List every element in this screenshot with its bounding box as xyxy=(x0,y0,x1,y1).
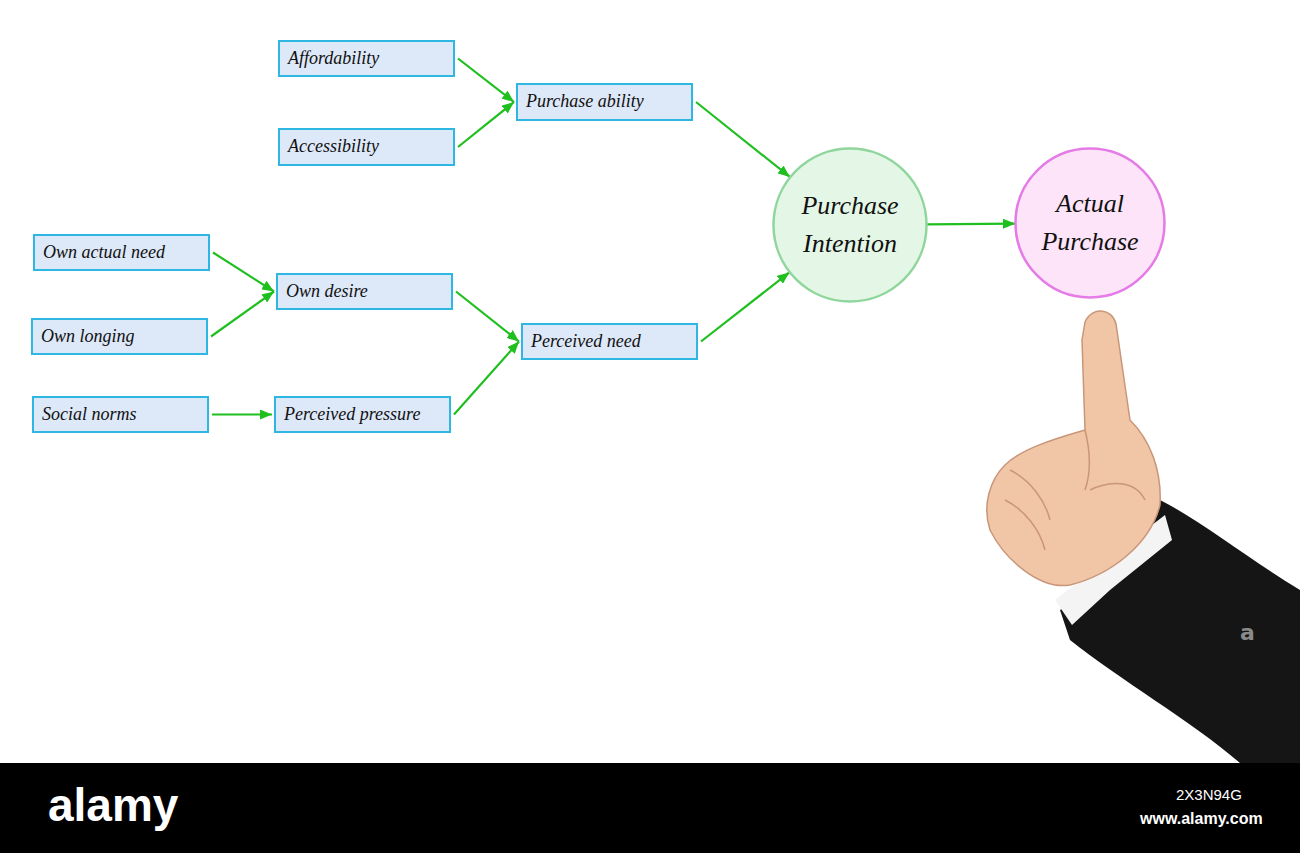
flow-arrow xyxy=(458,59,514,103)
outcome-circle: Purchase Intention xyxy=(772,147,928,303)
factor-box: Social norms xyxy=(32,396,209,433)
image-id: 2X3N94G xyxy=(1176,786,1242,803)
flow-arrow xyxy=(211,292,274,337)
box-label: Perceived pressure xyxy=(284,405,420,425)
flow-arrow xyxy=(696,102,790,177)
circle-label: Purchase Intention xyxy=(785,187,915,262)
factor-box: Accessibility xyxy=(278,128,455,166)
flow-arrow xyxy=(456,292,519,342)
box-label: Own actual need xyxy=(43,243,165,263)
box-label: Accessibility xyxy=(288,137,379,157)
factor-box: Purchase ability xyxy=(516,83,693,121)
outcome-circle: Actual Purchase xyxy=(1014,147,1166,299)
watermark-logo: alamy xyxy=(48,778,178,832)
box-label: Purchase ability xyxy=(526,92,644,112)
box-label: Affordability xyxy=(288,49,379,69)
flow-arrow xyxy=(212,413,272,415)
pointing-hand xyxy=(987,311,1300,763)
flow-arrow xyxy=(213,253,274,292)
watermark-band xyxy=(0,763,1300,853)
flow-arrow xyxy=(454,342,519,415)
box-label: Own desire xyxy=(286,282,368,302)
factor-box: Perceived need xyxy=(521,323,698,360)
box-label: Own longing xyxy=(41,327,135,347)
factor-box: Own desire xyxy=(276,273,453,310)
flow-arrow xyxy=(701,272,789,341)
circle-outline xyxy=(772,147,928,303)
flow-arrow xyxy=(458,102,514,147)
factor-box: Own longing xyxy=(31,318,208,355)
circle-outline xyxy=(1014,147,1166,299)
circle-label: Actual Purchase xyxy=(1025,185,1155,260)
box-label: Social norms xyxy=(42,405,137,425)
watermark-url: www.alamy.com xyxy=(1140,810,1263,828)
factor-box: Own actual need xyxy=(33,234,210,271)
factor-box: Affordability xyxy=(278,40,455,77)
watermark-letter: a xyxy=(1240,620,1255,645)
box-label: Perceived need xyxy=(531,332,641,352)
flow-arrow xyxy=(927,223,1015,226)
factor-box: Perceived pressure xyxy=(274,396,451,433)
